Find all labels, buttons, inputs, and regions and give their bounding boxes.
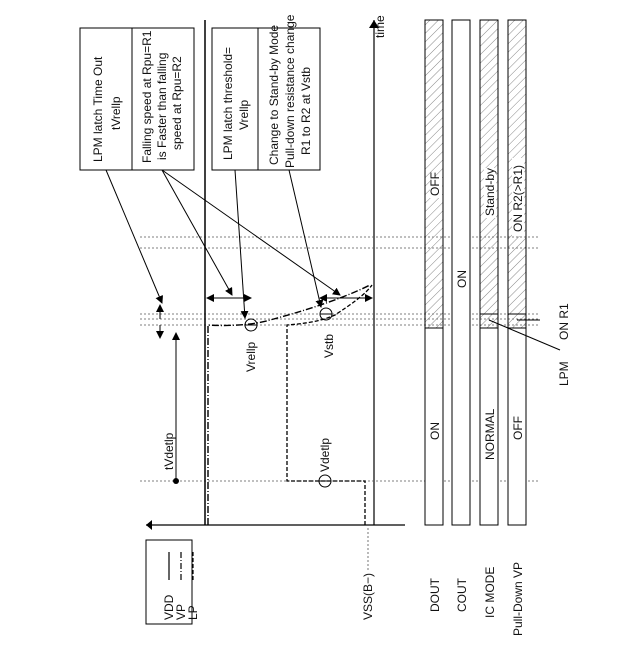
callout-standby: Change to Stand-by Mode Pull-down resist…: [258, 14, 320, 170]
leader-threshold: [235, 170, 245, 318]
callout-timeout-line1: LPM latch Time Out: [91, 56, 105, 162]
pulldown-off-text: OFF: [511, 416, 525, 440]
vstb-label: Vstb: [322, 334, 336, 358]
time-label: time: [373, 15, 387, 38]
leader-standby: [289, 170, 321, 307]
icmode-normal-text: NORMAL: [483, 408, 497, 460]
pulldown-r2-text: ON R2(>R1): [511, 165, 525, 232]
row-dout: OFF ON DOUT: [425, 20, 443, 612]
dout-label: DOUT: [428, 577, 442, 612]
icmode-label: IC MODE: [483, 567, 497, 618]
vss-label: VSS(B−): [361, 573, 375, 620]
icmode-standby-text: Stand-by: [483, 168, 497, 216]
lp-waveform: [287, 285, 372, 525]
legend-lp-label: LP: [186, 605, 200, 620]
callout-falling: Falling speed at Rpu=R1 is Faster than f…: [132, 28, 194, 170]
row-cout: ON COUT: [452, 20, 470, 612]
callout-falling-line1: Falling speed at Rpu=R1: [140, 30, 154, 163]
leader-falling-1: [162, 170, 232, 295]
callout-timeout-line2: tVrellp: [109, 96, 123, 130]
callout-falling-line2: is Faster than falling: [155, 53, 169, 160]
callout-threshold-line1: LPM latch threshold=: [221, 47, 235, 160]
callout-falling-line3: speed at Rpu=R2: [170, 56, 184, 150]
dout-on-text: ON: [428, 422, 442, 440]
vrellp-label: Vrellp: [244, 341, 258, 372]
pulldown-r1-segment: [508, 314, 526, 328]
vp-waveform: [208, 285, 370, 525]
on-r1-label: ON R1: [557, 303, 571, 340]
callout-timeout: LPM latch Time Out tVrellp: [80, 28, 132, 170]
callout-threshold: LPM latch threshold= Vrellp: [212, 28, 258, 170]
icmode-lpm-segment: [480, 314, 498, 328]
vdetlp-label: Vdetlp: [318, 438, 332, 472]
lpm-label: LPM: [557, 361, 571, 386]
tvdetlp-label: tVdetlp: [162, 432, 176, 470]
icmode-standby-segment: [480, 20, 498, 314]
callout-threshold-line2: Vrellp: [237, 99, 251, 130]
dout-off-text: OFF: [428, 172, 442, 196]
row-icmode: Stand-by NORMAL IC MODE: [480, 20, 498, 618]
row-pulldown: ON R2(>R1) OFF Pull-Down VP: [508, 20, 526, 636]
pulldown-label: Pull-Down VP: [511, 562, 525, 636]
tvdetlp-dot: [173, 478, 179, 484]
callout-standby-line2: Pull-down resistance change: [283, 14, 297, 168]
voltage-axis-arrow: [146, 520, 152, 530]
callout-standby-line1: Change to Stand-by Mode: [267, 25, 281, 165]
legend-lp: LP: [186, 552, 200, 620]
leader-timeout: [106, 170, 162, 303]
cout-label: COUT: [455, 577, 469, 612]
callout-standby-line3: R1 to R2 at Vstb: [299, 67, 313, 155]
cout-on-text: ON: [455, 270, 469, 288]
leader-falling-2: [162, 170, 340, 295]
